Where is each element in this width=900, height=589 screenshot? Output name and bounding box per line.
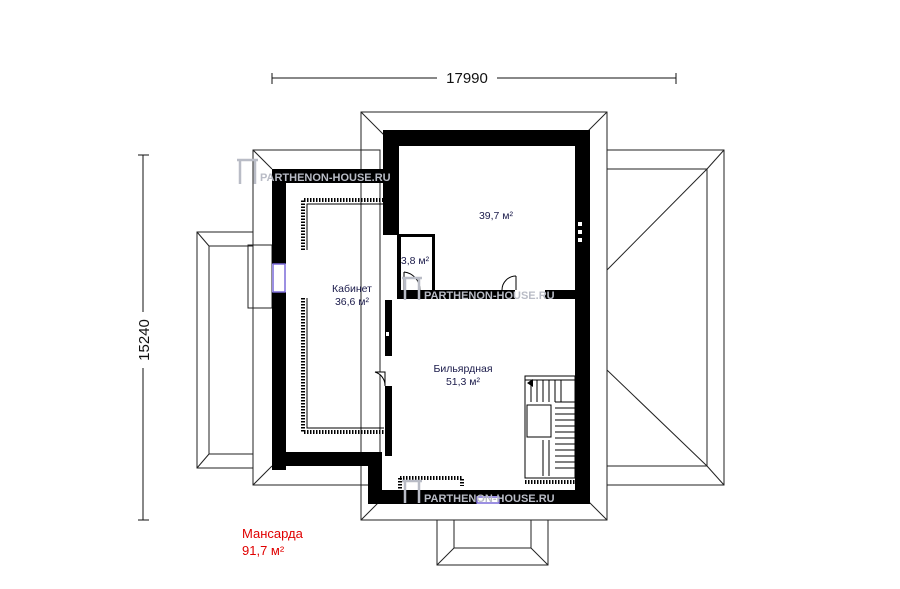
watermark-text-3: PARTHENON-HOUSE.RU xyxy=(424,493,555,505)
cabinet-area: 36,6 м² xyxy=(335,296,370,308)
right-window-marks xyxy=(578,222,582,242)
knee-wall-lines xyxy=(301,198,575,500)
billiard-name: Бильярдная xyxy=(433,363,492,375)
stair-arrow xyxy=(527,379,533,387)
floor-caption: Мансарда 91,7 м² xyxy=(242,525,303,559)
watermark-text-1: PARTHENON-HOUSE.RU xyxy=(260,172,391,184)
floor-area: 91,7 м² xyxy=(242,543,285,558)
walls xyxy=(272,130,590,504)
stairs xyxy=(524,375,576,479)
cabinet-name: Кабинет xyxy=(332,283,372,295)
width-dimension-label: 17990 xyxy=(446,70,488,87)
left-wall-marks xyxy=(386,332,389,336)
billiard-area: 51,3 м² xyxy=(446,376,481,388)
height-dimension-label: 15240 xyxy=(136,319,153,361)
floor-name: Мансарда xyxy=(242,526,303,541)
window-marks xyxy=(272,263,500,504)
small-room-area: 3,8 м² xyxy=(401,255,430,267)
room-top-area: 39,7 м² xyxy=(479,210,514,222)
openings xyxy=(272,264,545,504)
watermark-text-2: PARTHENON-HOUSE.RU xyxy=(424,290,555,302)
knee-wall-thin xyxy=(306,203,388,429)
watermark-logo-3 xyxy=(402,479,422,503)
watermark-logo-1 xyxy=(237,158,258,184)
watermark-logo-2 xyxy=(402,276,422,300)
